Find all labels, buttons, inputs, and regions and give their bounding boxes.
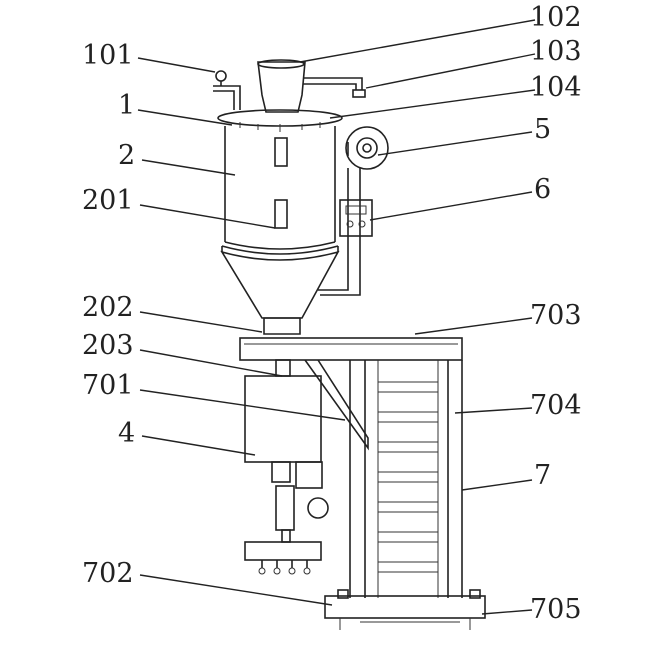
label-1: 1 <box>118 90 136 121</box>
label-102: 102 <box>530 2 582 33</box>
fan-and-controller <box>318 126 389 296</box>
label-704: 704 <box>530 390 582 421</box>
label-701: 701 <box>82 370 134 401</box>
packing-unit <box>244 359 329 575</box>
label-203: 203 <box>82 330 134 361</box>
leader-lines <box>137 19 536 615</box>
hopper <box>213 59 366 335</box>
label-202: 202 <box>82 292 134 323</box>
label-702: 702 <box>82 558 134 589</box>
label-6: 6 <box>534 174 552 205</box>
label-5: 5 <box>534 114 552 145</box>
label-101: 101 <box>82 40 134 71</box>
label-103: 103 <box>530 36 582 67</box>
label-104: 104 <box>530 72 582 103</box>
label-4: 4 <box>118 418 136 449</box>
label-201: 201 <box>82 185 134 216</box>
label-2: 2 <box>118 140 136 171</box>
label-703: 703 <box>530 300 582 331</box>
label-7: 7 <box>534 460 552 491</box>
label-705: 705 <box>530 594 582 625</box>
frame <box>239 337 486 630</box>
